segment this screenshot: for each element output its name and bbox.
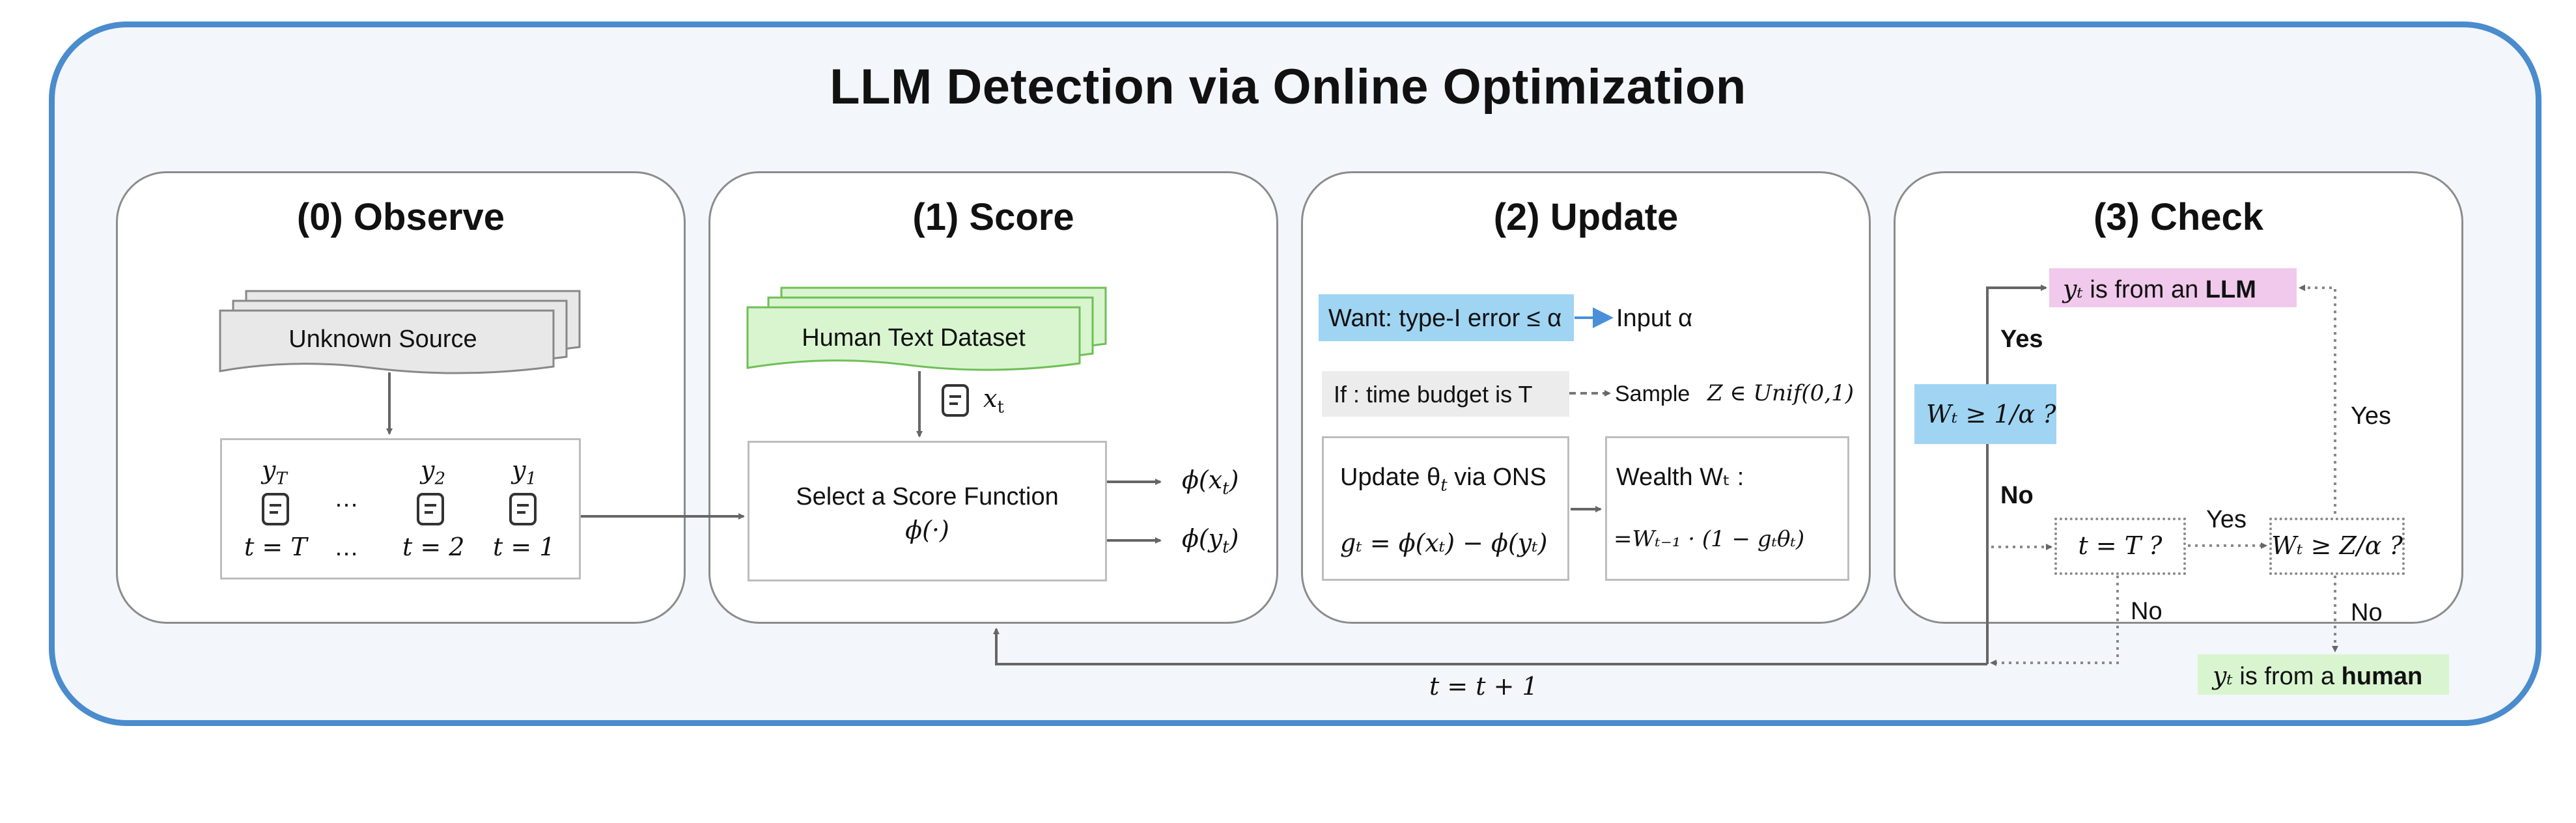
no-label-3: No [2351,599,2383,626]
doc-icon [262,493,289,525]
doc-icon [509,493,537,525]
select-score-function-box [748,441,1107,581]
unknown-source-stack [219,290,581,374]
ons-line1: Update θt via ONS [1340,464,1547,495]
budget-check-label: t = T ? [2078,531,2163,560]
select-score-line1: Select a Score Function [796,483,1059,510]
phi-x-label: ϕ(xt) [1182,466,1239,499]
diagram-title: LLM Detection via Online Optimization [830,59,1746,115]
human-verdict-box [2198,654,2449,695]
seq-t-T: t = T [244,533,307,561]
human-dataset-label: Human Text Dataset [802,324,1026,352]
seq-ellipsis-bottom: … [334,534,359,561]
yes-label-3: Yes [2351,402,2391,430]
input-alpha-label: Input α [1616,305,1693,332]
no-label-1: No [2000,482,2034,509]
sample-math: Z ∈ Unif(0,1) [1707,380,1855,406]
llm-verdict-label: yₜ is from an LLM [2063,275,2256,303]
seq-y-1: y1 [512,456,537,489]
human-dataset-stack [746,286,1107,371]
seq-t-1: t = 1 [493,533,555,561]
yes-label-2: Yes [2206,506,2247,533]
llm-verdict-box [2049,268,2297,307]
sample-label: Sample [1615,382,1690,406]
if-label: If : time budget is T [1334,381,1533,408]
if-box [1322,371,1569,417]
wealth-line1: Wealth Wₜ : [1616,464,1744,491]
wealth-threshold-box [1914,384,2056,444]
yes-label-1: Yes [2000,326,2043,353]
panel-check-title: (3) Check [2093,196,2264,238]
panel-observe-title: (0) Observe [296,196,505,238]
seq-t-2: t = 2 [402,533,465,561]
loop-label: t = t + 1 [1429,672,1538,701]
doc-icon [942,384,969,417]
doc-icon [417,493,444,525]
final-threshold-box [2269,518,2405,575]
human-verdict-label: yₜ is from a human [2213,662,2423,690]
want-label: Want: type-I error ≤ α [1328,305,1562,332]
unknown-source-label: Unknown Source [288,326,477,353]
wealth-threshold-label: Wₜ ≥ 1/α ? [1926,400,2056,428]
no-label-2: No [2131,598,2163,625]
panel-update-title: (2) Update [1493,196,1679,238]
panel-score-title: (1) Score [912,196,1074,238]
phi-y-label: ϕ(yt) [1182,524,1239,557]
wealth-box [1605,436,1849,581]
x-t-label: xt [983,384,1004,417]
want-box [1319,294,1574,341]
select-score-line2: ϕ(·) [905,516,949,544]
wealth-line2: =Wₜ₋₁ · (1 − gₜθₜ) [1614,526,1805,552]
ons-line2: gₜ = ϕ(xₜ) − ϕ(yₜ) [1340,529,1548,557]
seq-ellipsis-top: … [334,485,359,512]
final-threshold-label: Wₜ ≥ Z/α ? [2271,531,2403,560]
seq-y-T: yT [262,456,287,489]
budget-check-box [2054,518,2186,575]
ons-box [1322,436,1569,581]
seq-y-2: y2 [421,456,446,489]
